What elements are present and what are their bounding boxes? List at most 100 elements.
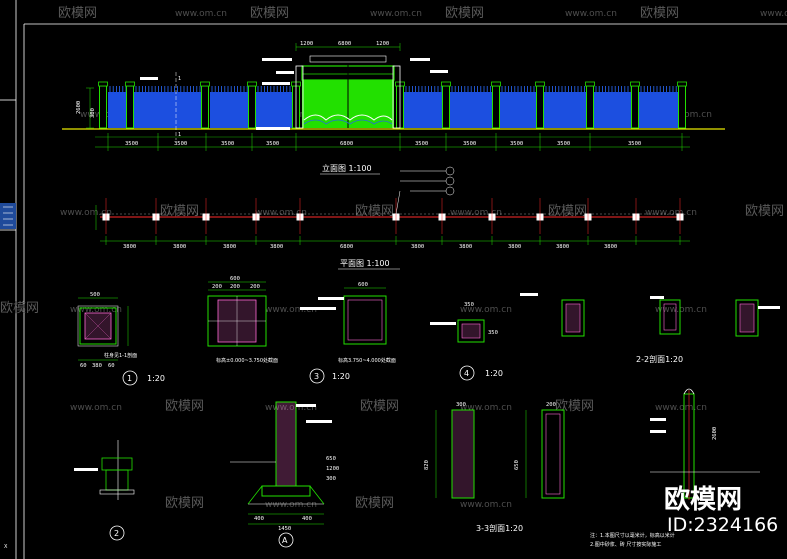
svg-text:300: 300	[90, 108, 96, 118]
elevation-dim-label: 3500	[510, 141, 523, 147]
watermark-url: www.om.cn	[565, 9, 617, 19]
fence-post	[586, 85, 594, 129]
detail3-marker	[309, 368, 325, 384]
watermark-url: www.om.cn	[265, 305, 317, 315]
detail2-marker	[109, 525, 125, 541]
fence-post	[492, 85, 500, 129]
svg-text:600: 600	[358, 282, 368, 288]
plan-callout	[395, 166, 455, 215]
watermark-brand: 欧模网	[745, 204, 784, 219]
svg-text:60: 60	[80, 363, 87, 369]
detail-3a: 600 200 200 200 标高±0.000~3.750处截面	[207, 276, 278, 364]
brand-logo-text: 欧模网	[664, 484, 742, 515]
watermark-url: www.om.cn	[460, 500, 512, 510]
svg-text:380: 380	[92, 363, 102, 369]
svg-text:1200: 1200	[326, 466, 339, 472]
svg-text:350: 350	[488, 330, 498, 336]
plan-dim-label: 3800	[173, 244, 186, 250]
watermark-url: www.om.cn	[645, 208, 697, 218]
fence-panel	[639, 92, 682, 128]
section-details-right: 2-2剖面1:20	[520, 293, 780, 364]
post-cap	[200, 81, 210, 87]
post-cap	[441, 81, 451, 87]
svg-text:200: 200	[230, 284, 240, 290]
watermark-brand: 欧模网	[165, 496, 204, 511]
post-cap	[247, 81, 257, 87]
elevation-dim-label: 3500	[628, 141, 641, 147]
section-a-caption: 标高±0.000~3.750处截面	[216, 357, 278, 364]
svg-text:1: 1	[127, 374, 132, 383]
svg-text:1: 1	[178, 132, 181, 138]
elevation-dim-label: 3500	[415, 141, 428, 147]
svg-text:650: 650	[326, 456, 336, 462]
fence-panel	[594, 92, 635, 128]
svg-text:200: 200	[250, 284, 260, 290]
section-3-3-title: 3-3剖面1:20	[476, 523, 523, 533]
watermark-url: www.om.cn	[655, 403, 707, 413]
watermark-url: www.om.cn	[70, 305, 122, 315]
watermark-brand: 欧模网	[160, 204, 199, 219]
svg-text:1200: 1200	[300, 41, 313, 47]
watermark-brand: 欧模网	[555, 399, 594, 414]
elevation-dim-label: 6800	[340, 141, 353, 147]
detail-a-marker	[278, 532, 294, 548]
watermark-url: www.om.cn	[460, 403, 512, 413]
elevation-dim-label: 3500	[174, 141, 187, 147]
watermark-brand: 欧模网	[0, 301, 39, 316]
elevation-leader-labels	[140, 58, 448, 130]
model-id: ID:2324166	[667, 514, 778, 536]
watermark-url: www.om.cn	[60, 208, 112, 218]
svg-text:350: 350	[464, 302, 474, 308]
elevation-dim-label: 3500	[221, 141, 234, 147]
section-b-caption: 标高3.750~4.000处截面	[338, 357, 396, 364]
watermark-brand: 欧模网	[355, 204, 394, 219]
watermark-url: www.om.cn	[265, 403, 317, 413]
section-3-3: 820 650 300 200 3-3剖面1:20	[424, 402, 565, 533]
svg-text:500: 500	[90, 292, 100, 298]
note-1: 注：1.本图尺寸以毫米计，标高以米计	[590, 532, 675, 539]
fence-post	[248, 85, 256, 129]
svg-text:1450: 1450	[278, 526, 291, 532]
fence-panel	[134, 92, 206, 128]
fence-panel	[544, 92, 590, 128]
post-cap	[125, 81, 135, 87]
watermark-brand: 欧模网	[165, 399, 204, 414]
fence-post	[631, 85, 639, 129]
svg-text:A: A	[282, 536, 288, 545]
gate	[295, 55, 401, 129]
svg-text:820: 820	[424, 460, 430, 470]
fence-panel	[210, 92, 252, 128]
detail-1: 500 60 380 60 柱身见1-1剖面 1 1:20	[77, 292, 165, 386]
svg-text:60: 60	[108, 363, 115, 369]
note-2: 2.图中砂浆、砖 尺寸按实际施工	[590, 541, 661, 548]
watermark-brand: 欧模网	[250, 6, 289, 21]
detail1-note: 柱身见1-1剖面	[104, 352, 137, 359]
svg-text:6800: 6800	[338, 41, 351, 47]
detail-2: 2	[74, 440, 135, 541]
corner-brand: 欧模网 ID:2324166	[664, 484, 778, 536]
elevation-dim-label: 3500	[266, 141, 279, 147]
watermark-url: www.om.cn	[175, 9, 227, 19]
detail-3b: 600 标高3.750~4.000处截面 3 1:20	[300, 282, 396, 384]
watermark-brand: 欧模网	[355, 496, 394, 511]
fence-post	[678, 85, 686, 129]
plan-dim-label: 3800	[223, 244, 236, 250]
detail-4: 350 350 4 1:20	[430, 302, 503, 381]
elevation-view: 1 1 2600 300 1200 6800 1200 350	[62, 41, 725, 175]
plan-posts	[102, 198, 684, 234]
fence-panel	[256, 92, 296, 128]
fence-panel	[404, 92, 446, 128]
watermark-url: www.om.cn	[450, 208, 502, 218]
frame-marker: X	[0, 203, 16, 550]
svg-text:2600: 2600	[712, 427, 718, 440]
watermark-url: www.om.cn	[255, 208, 307, 218]
watermark-layer: 欧模网欧模网欧模网欧模网欧模网欧模网欧模网欧模网欧模网欧模网欧模网欧模网欧模网欧…	[0, 6, 787, 511]
svg-text:650: 650	[514, 460, 520, 470]
svg-text:400: 400	[302, 516, 312, 522]
fence-post	[99, 85, 107, 129]
post-cap	[491, 81, 501, 87]
